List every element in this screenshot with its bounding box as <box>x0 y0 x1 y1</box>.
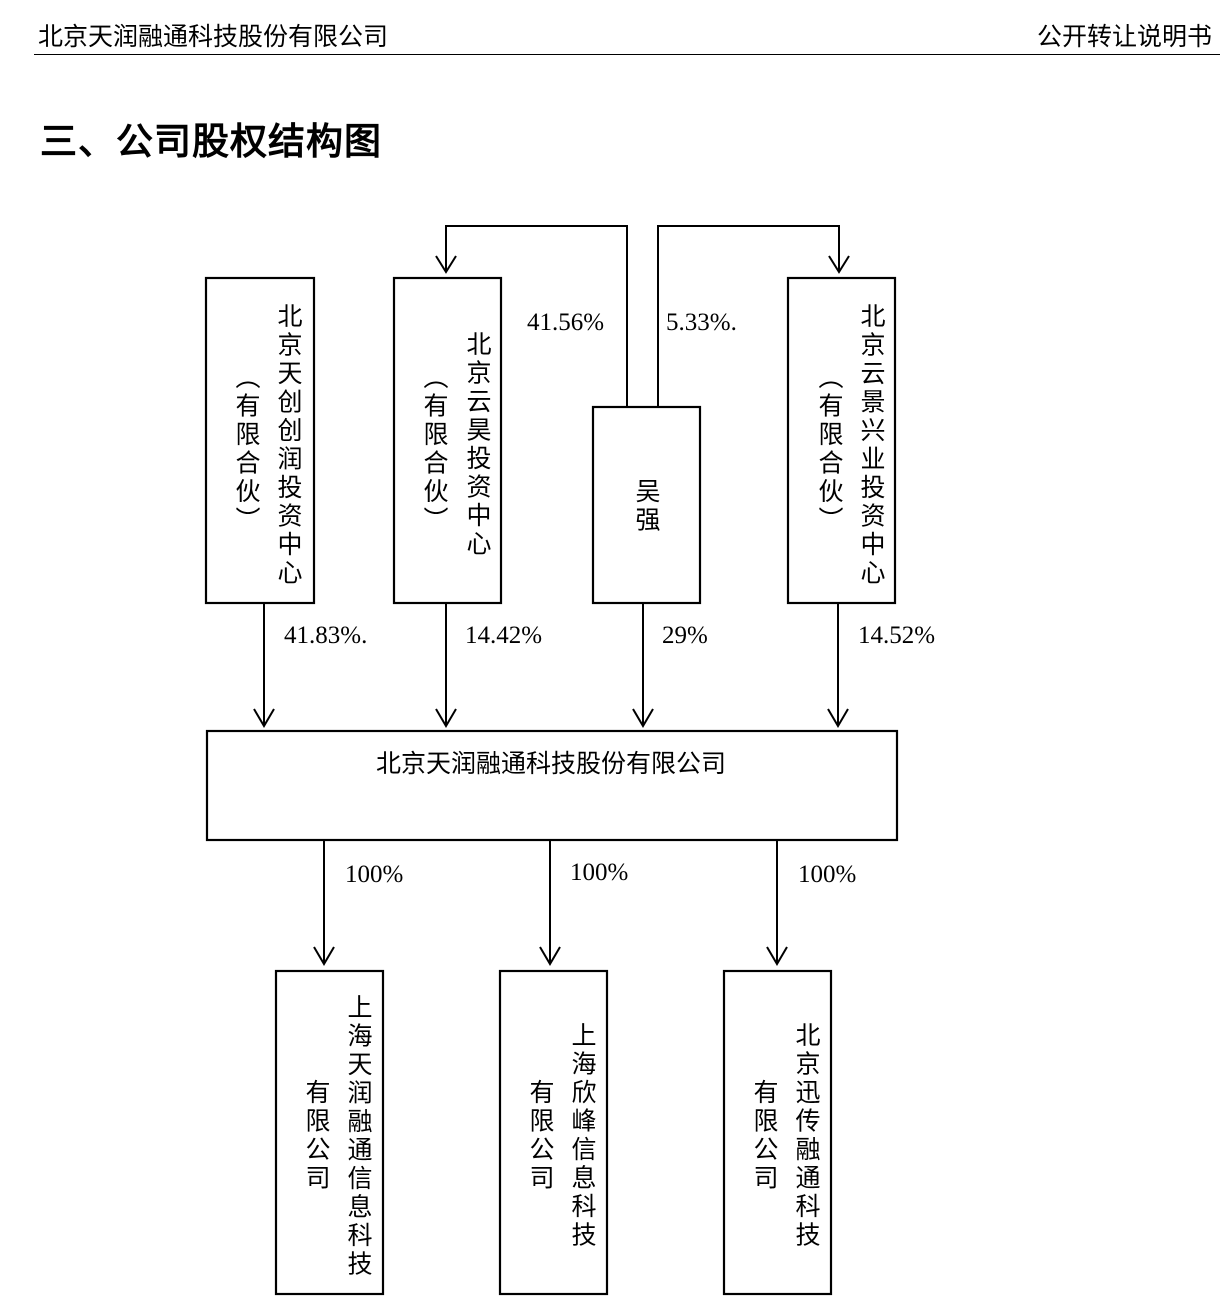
sub1-percent: 100% <box>345 861 403 888</box>
shareholder-yunjing: 北京云景兴业投资中心 ︵有限合伙︶ <box>786 276 897 605</box>
shareholder-type: ︵有限合伙︶ <box>423 363 448 535</box>
shareholder-name: 北京云景兴业投资中心 <box>860 302 885 588</box>
shareholder-wuqiang: 吴强 <box>591 405 702 605</box>
yunjing-percent: 14.52% <box>858 622 935 649</box>
subsidiary-suffix: 有限公司 <box>305 1078 330 1193</box>
wuqiang-arrowhead <box>632 708 654 728</box>
sub3-arrowhead <box>766 946 788 966</box>
shareholder-yunhao: 北京云昊投资中心 ︵有限合伙︶ <box>392 276 503 605</box>
wuqiang-to-yunjing-connector <box>657 225 840 407</box>
tianchuang-percent: 41.83%. <box>284 622 367 649</box>
shareholder-tianchuang: 北京天创创润投资中心 ︵有限合伙︶ <box>204 276 316 605</box>
header-document-type: 公开转让说明书 <box>1036 22 1212 51</box>
wuqiang-to-yunhao-connector <box>445 225 628 407</box>
subsidiary-shanghai-xinfeng: 上海欣峰信息科技 有限公司 <box>498 969 609 1296</box>
header-company-name: 北京天润融通科技股份有限公司 <box>38 22 389 51</box>
subsidiary-suffix: 有限公司 <box>753 1078 778 1193</box>
yunhao-arrowhead <box>435 708 457 728</box>
shareholder-name: 北京天创创润投资中心 <box>277 302 302 588</box>
subsidiary-beijing-xunchuan: 北京迅传融通科技 有限公司 <box>722 969 833 1296</box>
subsidiary-name: 北京迅传融通科技 <box>795 1021 820 1250</box>
subsidiary-shanghai-tianrun: 上海天润融通信息科技 有限公司 <box>274 969 385 1296</box>
subsidiary-name: 上海欣峰信息科技 <box>571 1021 596 1250</box>
shareholder-type: ︵有限合伙︶ <box>818 363 843 535</box>
subsidiary-name: 上海天润融通信息科技 <box>347 993 372 1279</box>
subsidiary-suffix: 有限公司 <box>529 1078 554 1193</box>
sub1-arrowhead <box>313 946 335 966</box>
wuqiang-percent: 29% <box>662 622 708 649</box>
wuqiang-yunhao-percent: 41.56% <box>527 309 604 336</box>
shareholder-name: 北京云昊投资中心 <box>466 330 491 559</box>
sub2-arrowhead <box>539 946 561 966</box>
yunjing-arrowhead <box>827 708 849 728</box>
shareholder-name: 吴强 <box>635 477 660 535</box>
section-title: 三、公司股权结构图 <box>40 120 382 163</box>
sub3-percent: 100% <box>798 861 856 888</box>
company-box: 北京天润融通科技股份有限公司 <box>205 729 899 842</box>
wuqiang-to-yunjing-arrowhead <box>828 255 850 274</box>
sub2-percent: 100% <box>570 859 628 886</box>
tianchuang-arrowhead <box>253 708 275 728</box>
yunhao-percent: 14.42% <box>465 622 542 649</box>
wuqiang-to-yunhao-arrowhead <box>435 255 457 274</box>
header-rule <box>34 54 1220 55</box>
company-name: 北京天润融通科技股份有限公司 <box>376 749 726 778</box>
wuqiang-yunjing-percent: 5.33%. <box>666 309 737 336</box>
shareholder-type: ︵有限合伙︶ <box>235 363 260 535</box>
